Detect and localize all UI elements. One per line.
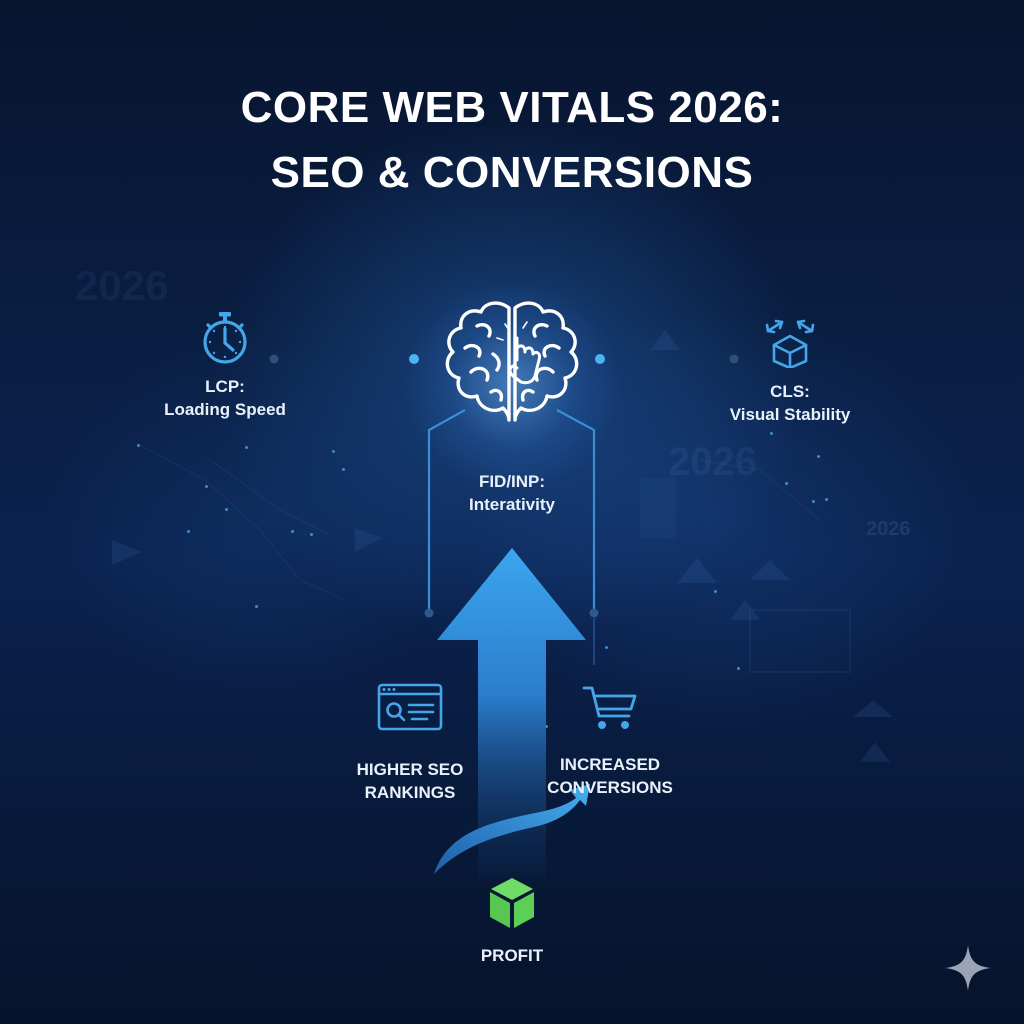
title-line-1: CORE WEB VITALS 2026: (240, 83, 784, 132)
sparkle-icon (945, 945, 991, 991)
growth-arrow-icon (437, 548, 586, 878)
seo-line-2: RANKINGS (364, 783, 456, 802)
metric-inp: FID/INP: Interativity (437, 470, 587, 516)
green-cube-icon (490, 878, 534, 928)
inp-sublabel: Interativity (469, 495, 555, 514)
brain-pointer-icon (445, 301, 579, 422)
outcome-seo: HIGHER SEO RANKINGS (335, 683, 485, 804)
metric-lcp: LCP: Loading Speed (150, 310, 300, 421)
watermark-2026-right: 2026 (866, 518, 911, 540)
expanding-cube-icon (765, 319, 815, 368)
shopping-cart-icon (582, 686, 637, 729)
profit-label: PROFIT (480, 946, 544, 965)
inp-label: FID/INP: (478, 472, 546, 491)
stopwatch-icon (203, 312, 247, 364)
cls-sublabel: Visual Stability (729, 405, 851, 424)
search-browser-icon (377, 683, 443, 731)
brain-glow (392, 285, 632, 485)
watermark-2026-center: 2026 (668, 440, 757, 484)
swoosh-arrow-icon (434, 784, 590, 874)
cls-label: CLS: (770, 382, 810, 401)
metric-inp-icon-wrap (437, 298, 587, 426)
result-profit: PROFIT (437, 876, 587, 967)
seo-line-1: HIGHER SEO (356, 760, 464, 779)
conv-line-1: INCREASED (559, 755, 661, 774)
conv-line-2: CONVERSIONS (547, 778, 673, 797)
metric-cls: CLS: Visual Stability (715, 316, 865, 426)
page-title: CORE WEB VITALS 2026: SEO & CONVERSIONS (0, 80, 1024, 201)
lcp-label: LCP: (205, 377, 245, 396)
watermark-2026-left: 2026 (75, 262, 169, 309)
outcome-conversions: INCREASED CONVERSIONS (535, 686, 685, 799)
title-line-2: SEO & CONVERSIONS (270, 148, 754, 197)
lcp-sublabel: Loading Speed (164, 400, 286, 419)
